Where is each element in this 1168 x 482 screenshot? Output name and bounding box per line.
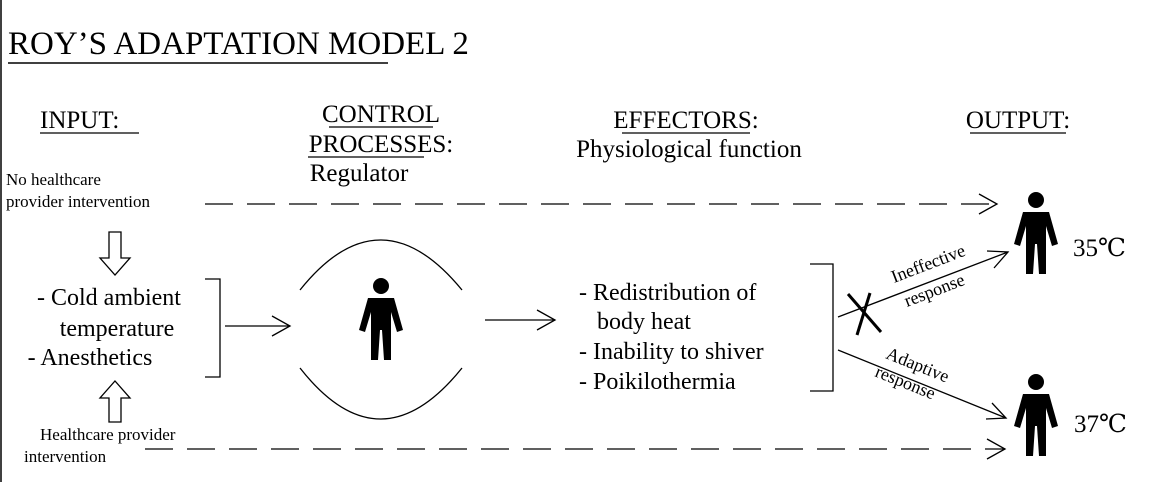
intervention-label-line2: intervention xyxy=(24,447,107,466)
stimuli-to-regulator-arrowhead xyxy=(271,315,292,337)
input-header: INPUT: xyxy=(40,107,119,134)
effector-poikilothermia: - Poikilothermia xyxy=(579,369,736,395)
effectors-header: EFFECTORS: xyxy=(613,107,758,134)
cross-mark-icon xyxy=(846,292,883,336)
regulator-circle-top-arc xyxy=(299,239,463,291)
no-intervention-label-line1: No healthcare xyxy=(6,170,101,189)
output-header: OUTPUT: xyxy=(966,107,1070,134)
effectors-subheader: Physiological function xyxy=(576,136,802,163)
stimulus-cold-line1: - Cold ambient xyxy=(37,285,181,311)
no-intervention-arrowhead xyxy=(978,193,999,215)
control-header-line1: CONTROL xyxy=(322,101,440,128)
intervention-arrowhead xyxy=(986,438,1007,460)
control-header-line2: PROCESSES: xyxy=(309,131,454,158)
effector-redistribution-line1: - Redistribution of xyxy=(579,280,756,306)
regulator-circle-bottom-arc xyxy=(299,367,463,420)
hollow-arrow-up-icon xyxy=(98,380,132,423)
intervention-label-line1: Healthcare provider xyxy=(40,425,176,444)
control-header-regulator: Regulator xyxy=(310,160,409,187)
no-intervention-label-line2: provider intervention xyxy=(6,192,150,211)
stimuli-bracket xyxy=(205,278,221,378)
stimulus-anesthetics: - Anesthetics xyxy=(28,345,153,371)
output-temperature-37: 37℃ xyxy=(1074,411,1127,438)
hollow-arrow-down-icon xyxy=(98,231,132,276)
output-temperature-35: 35℃ xyxy=(1073,235,1126,262)
adaptive-response-arrowhead xyxy=(985,402,1008,420)
ineffective-response-arrowhead xyxy=(986,250,1010,269)
effector-redistribution-line2: body heat xyxy=(597,309,691,335)
output-person-adaptive-icon xyxy=(1014,374,1058,456)
diagram-title: ROY’S ADAPTATION MODEL 2 xyxy=(8,26,469,62)
regulator-to-effectors-arrowhead xyxy=(536,309,557,331)
person-icon xyxy=(359,278,403,360)
output-person-ineffective-icon xyxy=(1014,192,1058,274)
effectors-bracket xyxy=(810,263,834,392)
stimulus-cold-line2: temperature xyxy=(60,316,175,342)
effector-shiver: - Inability to shiver xyxy=(579,339,764,365)
adaptive-response-arrow xyxy=(837,349,1007,419)
